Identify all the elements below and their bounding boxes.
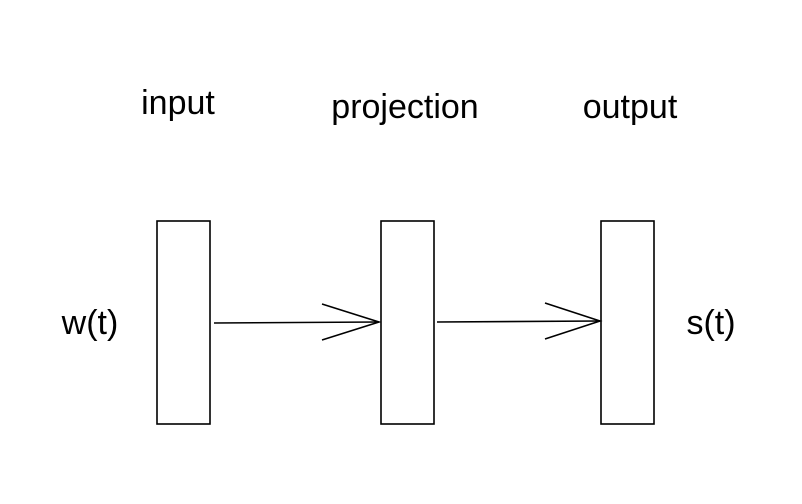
projection-layer-box [380,220,435,425]
arrowhead-icon [544,302,603,340]
projection-layer-label: projection [331,88,478,126]
input-layer-box [156,220,211,425]
input-layer-label: input [141,84,215,122]
arrowhead-icon [321,303,382,341]
output-word-symbol: s(t) [686,304,735,342]
output-layer-box [600,220,655,425]
projection-to-output-connector [436,320,601,323]
output-layer-label: output [583,88,678,126]
input-word-symbol: w(t) [61,304,119,342]
input-to-projection-connector [213,321,380,324]
